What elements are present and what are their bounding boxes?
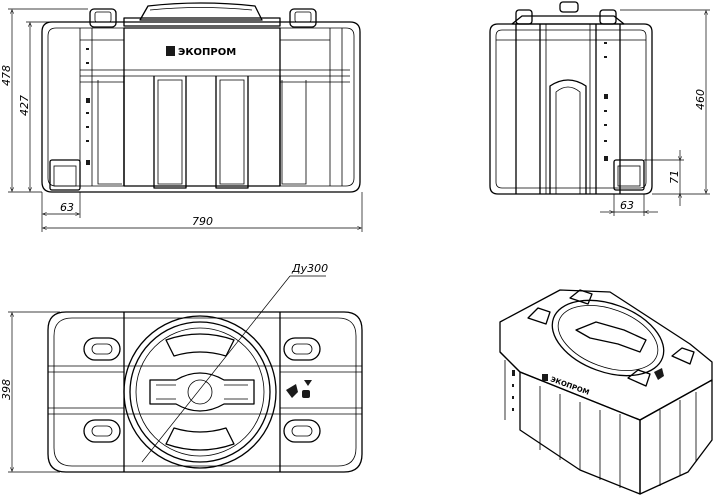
front-drain-pocket (49, 159, 81, 191)
dim-front-width: 790 (192, 215, 213, 228)
front-ribs (97, 76, 307, 189)
front-right-handle (289, 8, 317, 28)
pipe-label: Ду300 (291, 262, 328, 275)
side-view (489, 1, 653, 195)
dim-front-drain-offset: 63 (60, 201, 74, 214)
side-dimensions: 460 71 63 (600, 9, 710, 216)
lid-grip (149, 372, 255, 412)
top-body-outline (47, 311, 363, 473)
iso-lid (551, 299, 665, 377)
dim-front-height-total: 478 (0, 65, 13, 86)
front-brand-plate: ЭКОПРОМ (166, 46, 236, 58)
top-view: Ду300 (47, 262, 363, 473)
top-lid-outer (123, 315, 277, 469)
top-handle-slots (83, 337, 321, 443)
brand-text: ЭКОПРОМ (178, 47, 236, 58)
dim-top-depth: 398 (0, 379, 13, 400)
iso-level-scale (512, 370, 515, 411)
iso-lid-grip (575, 321, 647, 353)
front-dimensions: 478 427 63 790 (0, 8, 363, 232)
dim-side-drain-height: 71 (668, 170, 681, 184)
dim-side-height: 460 (694, 89, 707, 110)
front-level-scale (86, 48, 90, 165)
front-view: ЭКОПРОМ (41, 2, 361, 193)
isometric-view: ЭКОПРОМ (499, 289, 713, 495)
front-left-handle (89, 8, 117, 28)
dim-front-height-body: 427 (18, 95, 31, 116)
side-body-outline (489, 23, 653, 195)
front-body-outline (41, 21, 361, 193)
front-lid (139, 2, 263, 21)
side-level-scale (604, 42, 608, 161)
side-drain-pocket (613, 159, 645, 191)
top-dimensions: 398 (0, 311, 60, 473)
recycle-symbol (286, 380, 312, 398)
dim-side-drain-offset: 63 (620, 199, 634, 212)
